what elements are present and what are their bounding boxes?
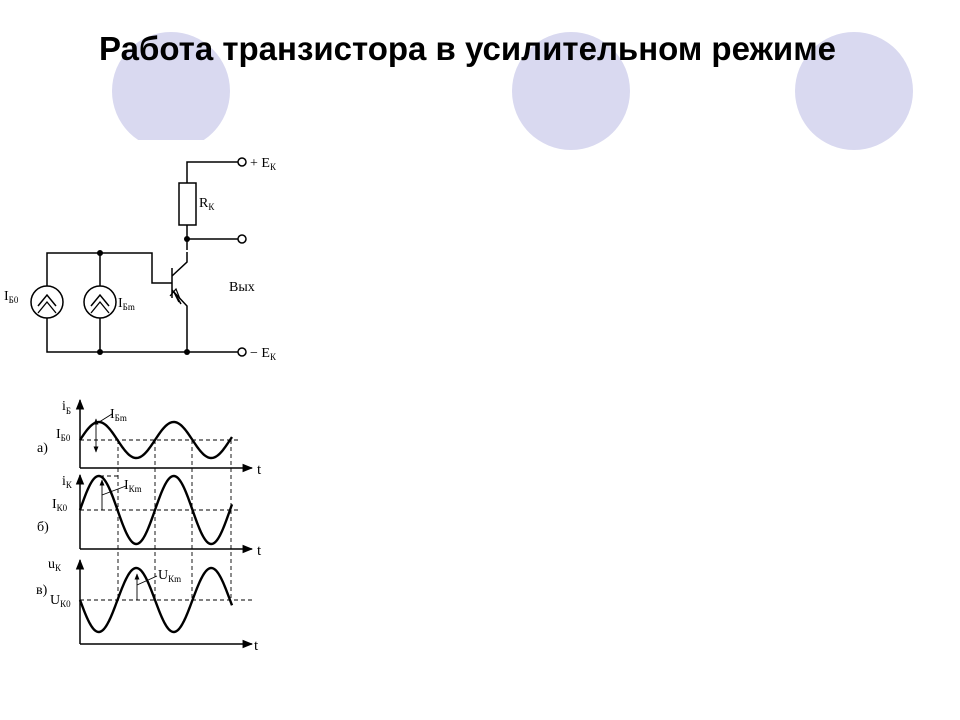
supply-plus-label: + EК — [250, 156, 277, 172]
schematic-nodes — [97, 236, 190, 355]
plot-a-t-label: t — [257, 462, 262, 478]
amp-c-leader — [136, 575, 158, 586]
output-label: Вых — [229, 280, 255, 295]
transistor-emitter — [171, 289, 188, 352]
collector-resistor — [178, 182, 197, 226]
image-backdrop — [0, 140, 300, 720]
wave-base-current — [78, 420, 233, 460]
plot-c-amp-label: UКm — [158, 568, 181, 584]
supply-plus-terminal — [237, 157, 247, 167]
node-base-top — [97, 250, 103, 256]
decor-circle-3 — [512, 32, 630, 150]
plot-axes — [75, 398, 254, 649]
source-ac-symbol — [90, 293, 110, 307]
source-ac-label: IБm — [118, 296, 135, 312]
plot-a-panel-label: а) — [37, 441, 48, 456]
decor-circle-5 — [795, 32, 913, 150]
output-terminal — [237, 234, 247, 244]
node-base-bottom — [97, 349, 103, 355]
resistor-label: RК — [199, 196, 215, 212]
plot-b-bias-label: IК0 — [52, 497, 68, 513]
schematic — [30, 157, 247, 357]
slide-title: Работа транзистора в усилительном режиме — [99, 30, 836, 67]
plot-c-bias-label: UК0 — [50, 593, 71, 609]
supply-plus-wire — [186, 161, 238, 183]
supply-minus-label: − EК — [250, 346, 277, 362]
plot-c-ylabel: uК — [48, 557, 62, 573]
node-emitter — [184, 349, 190, 355]
amp-b-leader — [101, 485, 127, 496]
plot-b-t-label: t — [257, 543, 262, 559]
plot-b-amp-label: IКm — [124, 478, 142, 494]
transistor-collector — [171, 252, 188, 277]
plot-a-bias-label: IБ0 — [56, 427, 71, 443]
wave-collector-current — [78, 474, 234, 546]
plot-guides — [80, 439, 252, 601]
amp-a-leader — [95, 413, 113, 425]
plot-b-ylabel: iК — [62, 474, 73, 490]
decor-circle-2 — [246, 32, 364, 150]
plot-a-ylabel: iБ — [62, 399, 71, 416]
plot-a-amp-label: IБm — [110, 407, 127, 423]
source-dc-label: IБ0 — [4, 289, 19, 305]
decor-circle-4 — [662, 32, 780, 150]
decor-circle-1 — [112, 32, 230, 150]
plot-b-panel-label: б) — [37, 520, 49, 535]
amplitude-arrows — [93, 413, 158, 600]
plot-c-t-label: t — [254, 638, 259, 654]
wave-collector-voltage — [78, 566, 234, 634]
plot-c-panel-label: в) — [36, 583, 48, 598]
minus-terminal — [237, 347, 247, 357]
source-dc-symbol — [37, 293, 57, 307]
node-output — [184, 236, 190, 242]
emitter-arrowhead — [169, 287, 181, 300]
base-wire — [46, 252, 238, 353]
